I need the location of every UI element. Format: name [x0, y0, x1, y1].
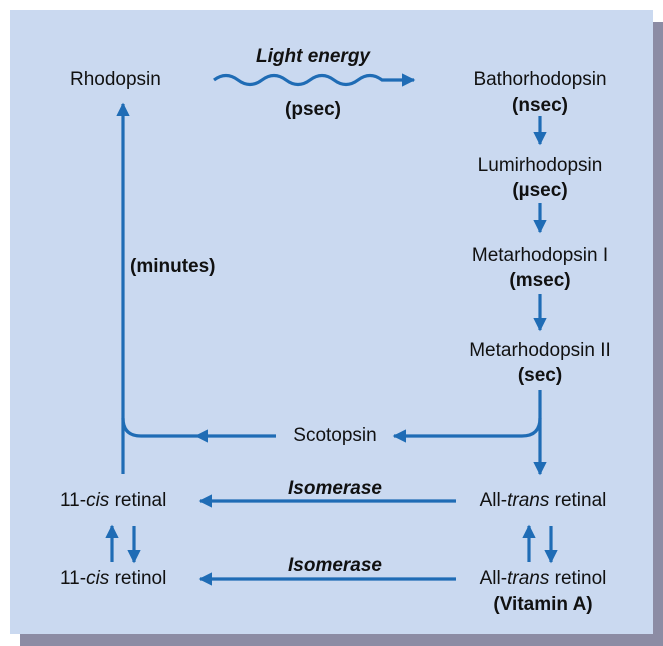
trans-retinal-italic: trans — [507, 490, 550, 511]
cis-retinol-suffix: retinol — [109, 568, 167, 589]
trans-retinol-suffix: retinol — [549, 568, 607, 589]
label-vitamin-a: (Vitamin A) — [493, 594, 593, 615]
label-nsec: (nsec) — [512, 95, 568, 116]
cis-retinal-prefix: 11- — [60, 490, 87, 511]
node-11-cis-retinol: 11-cis retinol — [60, 567, 166, 591]
light-energy-wave-arrow — [213, 73, 416, 87]
cis-retinol-prefix: 11- — [60, 568, 87, 589]
node-metarhodopsin-1: Metarhodopsin I — [471, 245, 609, 266]
cis-retinal-suffix: retinal — [109, 490, 167, 511]
cis-retinal-italic: cis — [86, 490, 110, 511]
node-metarhodopsin-2: Metarhodopsin II — [469, 340, 611, 361]
label-light-energy: Light energy — [255, 46, 371, 67]
node-scotopsin: Scotopsin — [293, 425, 377, 446]
label-psec: (psec) — [285, 99, 341, 120]
trans-retinal-suffix: retinal — [549, 490, 607, 511]
label-sec: (sec) — [517, 365, 563, 386]
label-msec: (msec) — [509, 270, 571, 291]
label-isomerase-top: Isomerase — [287, 478, 383, 499]
node-bathorhodopsin: Bathorhodopsin — [473, 69, 607, 90]
line-to-rhodopsin-corner — [121, 417, 196, 438]
node-all-trans-retinal: All-trans retinal — [480, 489, 607, 513]
trans-retinol-prefix: All- — [479, 568, 508, 589]
arrow-meta2-to-scotopsin — [392, 417, 542, 443]
cis-retinol-italic: cis — [86, 568, 110, 589]
node-rhodopsin: Rhodopsin — [70, 69, 161, 90]
node-all-trans-retinol: All-trans retinol — [480, 567, 607, 591]
node-11-cis-retinal: 11-cis retinal — [60, 489, 166, 513]
label-minutes: (minutes) — [130, 256, 216, 277]
node-lumirhodopsin: Lumirhodopsin — [477, 155, 603, 176]
label-isomerase-bottom: Isomerase — [287, 555, 383, 576]
trans-retinal-prefix: All- — [479, 490, 508, 511]
label-usec: (µsec) — [512, 180, 568, 201]
trans-retinol-italic: trans — [507, 568, 550, 589]
